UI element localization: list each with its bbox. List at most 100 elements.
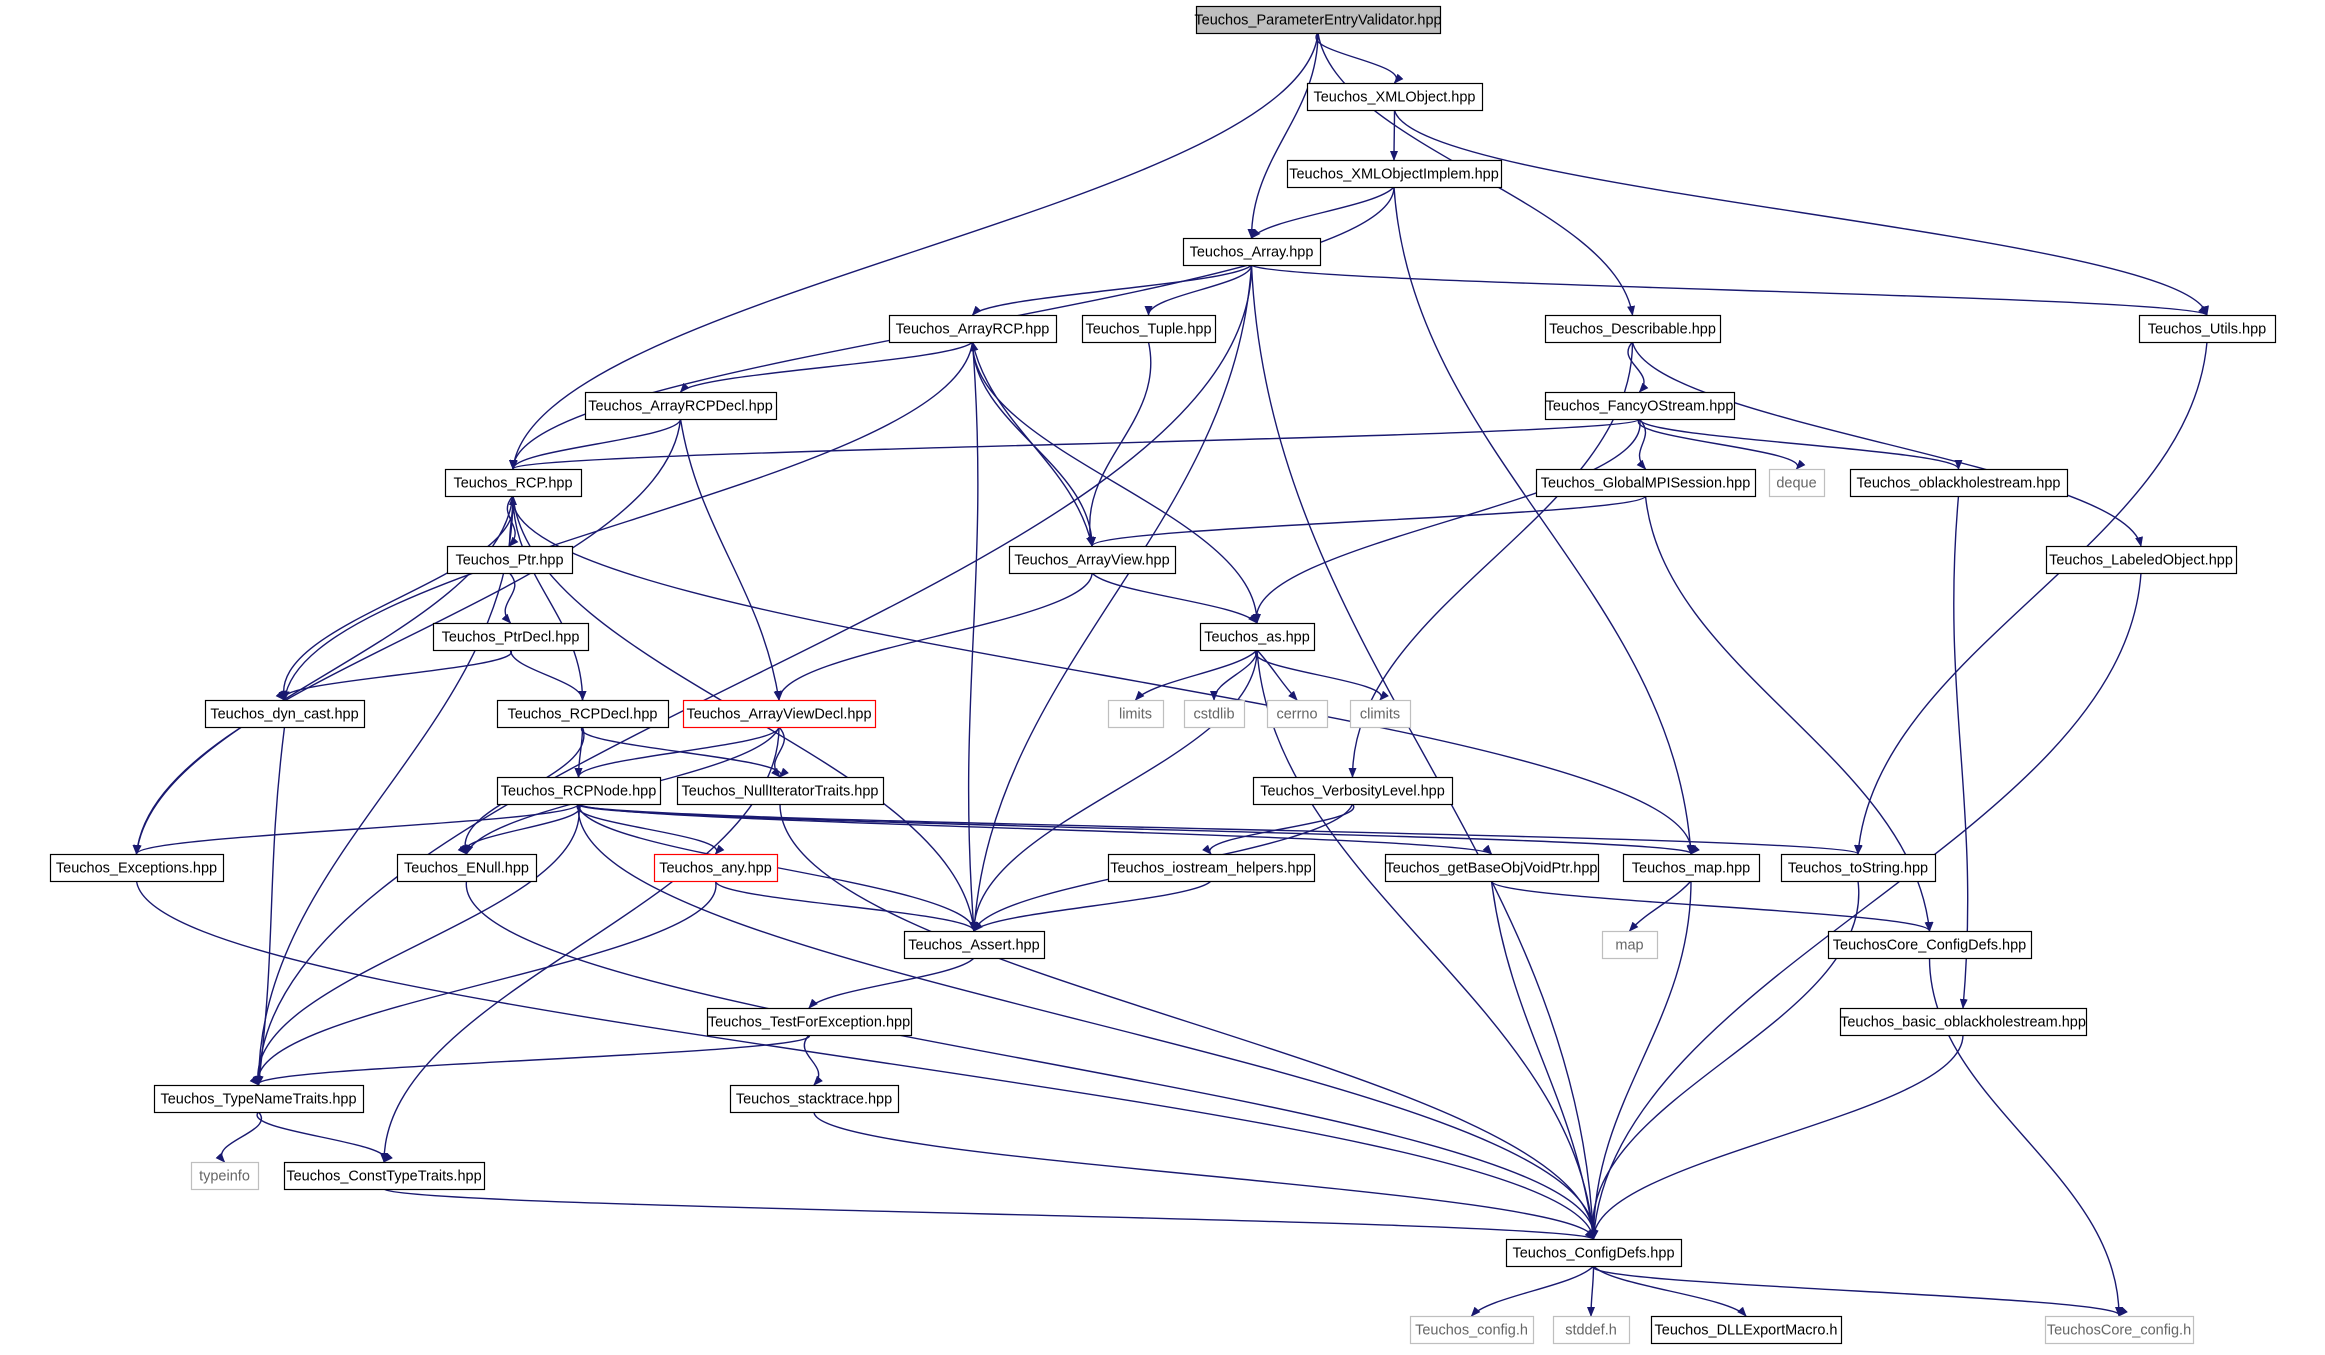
edges-layer	[132, 32, 2209, 1317]
node-configdefs[interactable]: Teuchos_ConfigDefs.hpp	[1505, 1238, 1683, 1268]
edge-utils-to-tostring	[1854, 341, 2208, 855]
node-verbositylevel[interactable]: Teuchos_VerbosityLevel.hpp	[1252, 776, 1454, 806]
node-label: limits	[1119, 707, 1152, 723]
edge-arrayviewdecl-to-rcpnode	[574, 726, 780, 778]
node-labeledobject[interactable]: Teuchos_LabeledObject.hpp	[2045, 545, 2238, 575]
node-stacktrace[interactable]: Teuchos_stacktrace.hpp	[729, 1084, 900, 1114]
node-coreconfigdefs[interactable]: TeuchosCore_ConfigDefs.hpp	[1827, 930, 2033, 960]
edge-array-to-tuple	[1144, 264, 1253, 316]
node-label: Teuchos_stacktrace.hpp	[736, 1092, 892, 1108]
node-testforexception[interactable]: Teuchos_TestForException.hpp	[706, 1007, 913, 1037]
node-enull[interactable]: Teuchos_ENull.hpp	[396, 853, 538, 883]
node-arrayrcpdecl[interactable]: Teuchos_ArrayRCPDecl.hpp	[584, 391, 778, 421]
node-cerrno: cerrno	[1266, 699, 1329, 729]
edge-assert-to-testforexception	[808, 957, 975, 1009]
node-label: Teuchos_dyn_cast.hpp	[210, 707, 358, 723]
edge-array-to-configdefs	[1250, 264, 1598, 1240]
node-box	[49, 853, 225, 883]
node-rcpnode[interactable]: Teuchos_RCPNode.hpp	[496, 776, 662, 806]
node-arrayview[interactable]: Teuchos_ArrayView.hpp	[1008, 545, 1177, 575]
node-exceptions[interactable]: Teuchos_Exceptions.hpp	[49, 853, 225, 883]
node-label: Teuchos_oblackholestream.hpp	[1857, 476, 2061, 492]
node-label: Teuchos_TestForException.hpp	[708, 1015, 910, 1031]
node-rcp[interactable]: Teuchos_RCP.hpp	[444, 468, 583, 498]
node-label: Teuchos_Utils.hpp	[2148, 322, 2267, 338]
node-utils[interactable]: Teuchos_Utils.hpp	[2138, 314, 2277, 344]
node-basicoblackhole[interactable]: Teuchos_basic_oblackholestream.hpp	[1839, 1007, 2088, 1037]
node-oblackholestream[interactable]: Teuchos_oblackholestream.hpp	[1849, 468, 2069, 498]
node-as[interactable]: Teuchos_as.hpp	[1199, 622, 1316, 652]
node-describable[interactable]: Teuchos_Describable.hpp	[1544, 314, 1722, 344]
edge-rcpnode-to-tostring	[577, 803, 1862, 855]
edge-root-to-xmlobject	[1315, 32, 1404, 84]
node-deque: deque	[1768, 468, 1826, 498]
edge-ptr-to-ptrdecl	[501, 572, 516, 624]
node-limits: limits	[1107, 699, 1165, 729]
edge-xmlobject-to-utils	[1393, 109, 2209, 316]
node-label: typeinfo	[199, 1169, 250, 1185]
node-tuple[interactable]: Teuchos_Tuple.hpp	[1081, 314, 1217, 344]
node-box	[1384, 853, 1600, 883]
node-map[interactable]: Teuchos_map.hpp	[1622, 853, 1761, 883]
edge-fancyostream-to-rcp	[509, 418, 1641, 470]
edge-tuple-to-arrayview	[1086, 341, 1152, 547]
node-box	[1601, 930, 1659, 960]
node-label: climits	[1360, 707, 1400, 723]
node-xmlobjectimplem[interactable]: Teuchos_XMLObjectImplem.hpp	[1286, 159, 1503, 189]
node-label: Teuchos_any.hpp	[659, 861, 772, 877]
node-box	[584, 391, 778, 421]
node-consttypetraits[interactable]: Teuchos_ConstTypeTraits.hpp	[283, 1161, 486, 1191]
node-assert[interactable]: Teuchos_Assert.hpp	[903, 930, 1046, 960]
node-label: Teuchos_Array.hpp	[1190, 245, 1314, 261]
node-any[interactable]: Teuchos_any.hpp	[653, 853, 779, 883]
edge-array-to-utils	[1250, 264, 2208, 316]
node-label: Teuchos_toString.hpp	[1788, 861, 1928, 877]
node-dllexport[interactable]: Teuchos_DLLExportMacro.h	[1650, 1315, 1843, 1345]
node-box	[1849, 468, 2069, 498]
edge-rcpdecl-to-rcpnode	[574, 726, 584, 778]
node-dyncast[interactable]: Teuchos_dyn_cast.hpp	[204, 699, 366, 729]
node-arrayrcp[interactable]: Teuchos_ArrayRCP.hpp	[888, 314, 1058, 344]
edge-ptr-to-rcp	[508, 495, 517, 547]
node-box	[1768, 468, 1826, 498]
node-label: Teuchos_XMLObjectImplem.hpp	[1289, 167, 1499, 183]
node-arrayviewdecl[interactable]: Teuchos_ArrayViewDecl.hpp	[682, 699, 877, 729]
edge-typenametraits-to-consttypetraits	[256, 1111, 393, 1163]
edge-ptrdecl-to-rcpdecl	[509, 649, 587, 701]
edge-describable-to-fancyostream	[1627, 341, 1649, 393]
node-typenametraits[interactable]: Teuchos_TypeNameTraits.hpp	[153, 1084, 365, 1114]
edge-any-to-typenametraits	[252, 880, 717, 1086]
node-fancyostream[interactable]: Teuchos_FancyOStream.hpp	[1544, 391, 1736, 421]
node-box	[1008, 545, 1177, 575]
edge-globalmpisession-to-arrayview	[1088, 495, 1647, 547]
node-box	[676, 776, 885, 806]
node-box	[729, 1084, 900, 1114]
node-label: TeuchosCore_config.h	[2047, 1323, 2191, 1339]
edge-as-to-limits	[1134, 649, 1258, 701]
node-xmlobject[interactable]: Teuchos_XMLObject.hpp	[1306, 82, 1484, 112]
edge-root-to-array	[1247, 32, 1319, 239]
node-box	[283, 1161, 486, 1191]
node-climits: climits	[1349, 699, 1412, 729]
node-config: Teuchos_config.h	[1409, 1315, 1535, 1345]
edge-rcpnode-to-map	[577, 803, 1700, 855]
edge-verbositylevel-to-iostreamhelpers	[1202, 803, 1355, 855]
edge-configdefs-to-config	[1470, 1265, 1595, 1317]
edge-array-to-typenametraits	[254, 264, 1253, 1086]
node-iostreamhelpers[interactable]: Teuchos_iostream_helpers.hpp	[1107, 853, 1316, 883]
node-ptrdecl[interactable]: Teuchos_PtrDecl.hpp	[432, 622, 590, 652]
node-array[interactable]: Teuchos_Array.hpp	[1182, 237, 1322, 267]
node-label: Teuchos_config.h	[1415, 1323, 1528, 1339]
node-ptr[interactable]: Teuchos_Ptr.hpp	[446, 545, 574, 575]
node-box	[1535, 468, 1757, 498]
node-getbaseobj[interactable]: Teuchos_getBaseObjVoidPtr.hpp	[1384, 853, 1600, 883]
node-globalmpisession[interactable]: Teuchos_GlobalMPISession.hpp	[1535, 468, 1757, 498]
node-label: Teuchos_getBaseObjVoidPtr.hpp	[1385, 861, 1597, 877]
node-tostring[interactable]: Teuchos_toString.hpp	[1780, 853, 1937, 883]
node-label: cstdlib	[1193, 707, 1234, 723]
node-box	[706, 1007, 913, 1037]
node-box	[153, 1084, 365, 1114]
node-box	[1252, 776, 1454, 806]
node-nulliter[interactable]: Teuchos_NullIteratorTraits.hpp	[676, 776, 885, 806]
node-rcpdecl[interactable]: Teuchos_RCPDecl.hpp	[496, 699, 670, 729]
